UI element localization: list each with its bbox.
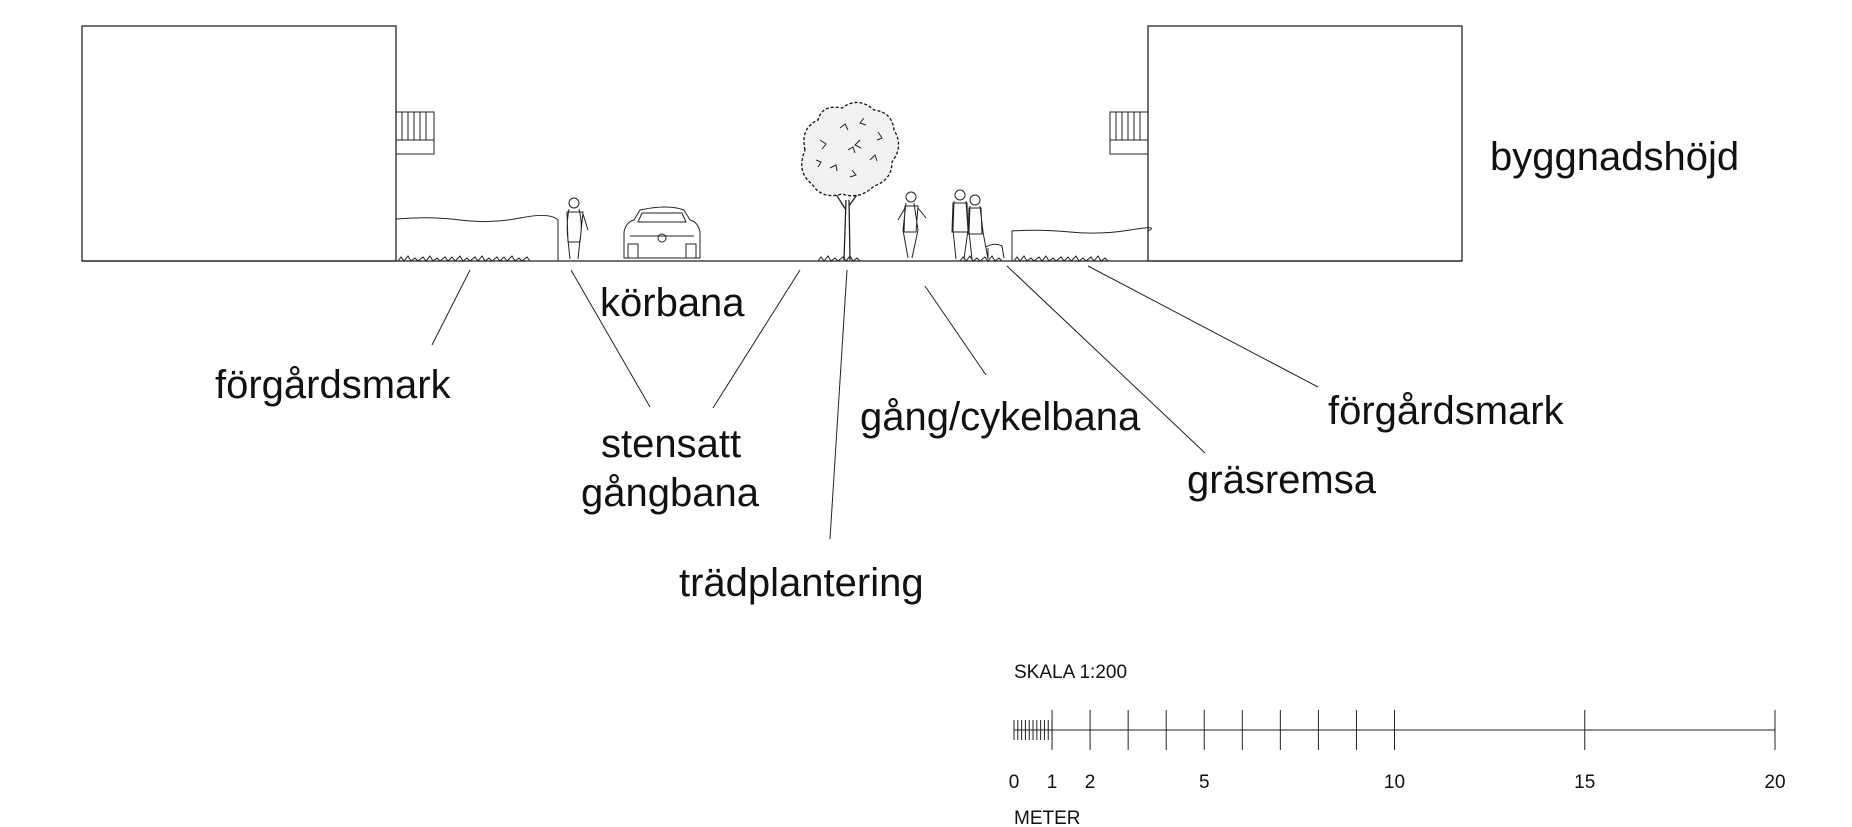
tree bbox=[801, 101, 900, 261]
label-carriageway: körbana bbox=[600, 281, 745, 325]
grass-texture bbox=[397, 255, 1109, 262]
runner-figure bbox=[897, 191, 927, 259]
hedge-right bbox=[1011, 227, 1152, 261]
pedestrian-figure bbox=[566, 197, 589, 260]
building-right bbox=[1147, 25, 1463, 262]
building-left bbox=[81, 25, 397, 262]
balcony-left bbox=[395, 111, 435, 155]
label-walk-cycle-path: gång/cykelbana bbox=[860, 395, 1141, 439]
scale-ticks bbox=[1013, 710, 1776, 750]
label-tree-planting: trädplantering bbox=[679, 561, 924, 605]
scale-tick-labels: 0 1 2 5 10 15 20 bbox=[1009, 772, 1786, 793]
scale-bar: SKALA 1:200 0 1 2 5 10 15 20 METER bbox=[1009, 662, 1786, 827]
scale-unit: METER bbox=[1014, 808, 1081, 827]
label-grass-strip: gräsremsa bbox=[1187, 458, 1377, 502]
balcony-right bbox=[1109, 111, 1149, 155]
scale-tick-label: 20 bbox=[1764, 772, 1785, 793]
car bbox=[623, 206, 701, 259]
scale-tick-label: 2 bbox=[1085, 772, 1096, 793]
label-paved-sidewalk-line2: gångbana bbox=[581, 471, 760, 515]
label-front-yard-right: förgårdsmark bbox=[1328, 389, 1565, 433]
scale-tick-label: 1 bbox=[1047, 772, 1058, 793]
scale-title: SKALA 1:200 bbox=[1014, 662, 1127, 683]
leader-lines bbox=[431, 265, 1319, 540]
label-front-yard-left: förgårdsmark bbox=[215, 363, 452, 407]
hedge-left bbox=[395, 214, 559, 261]
people-group-figure bbox=[951, 189, 1005, 260]
scale-tick-label: 5 bbox=[1199, 772, 1210, 793]
scale-tick-label: 15 bbox=[1574, 772, 1595, 793]
label-building-height: byggnadshöjd bbox=[1490, 135, 1739, 179]
scale-tick-label: 0 bbox=[1009, 772, 1020, 793]
scale-tick-label: 10 bbox=[1384, 772, 1405, 793]
label-paved-sidewalk-line1: stensatt bbox=[601, 422, 741, 466]
